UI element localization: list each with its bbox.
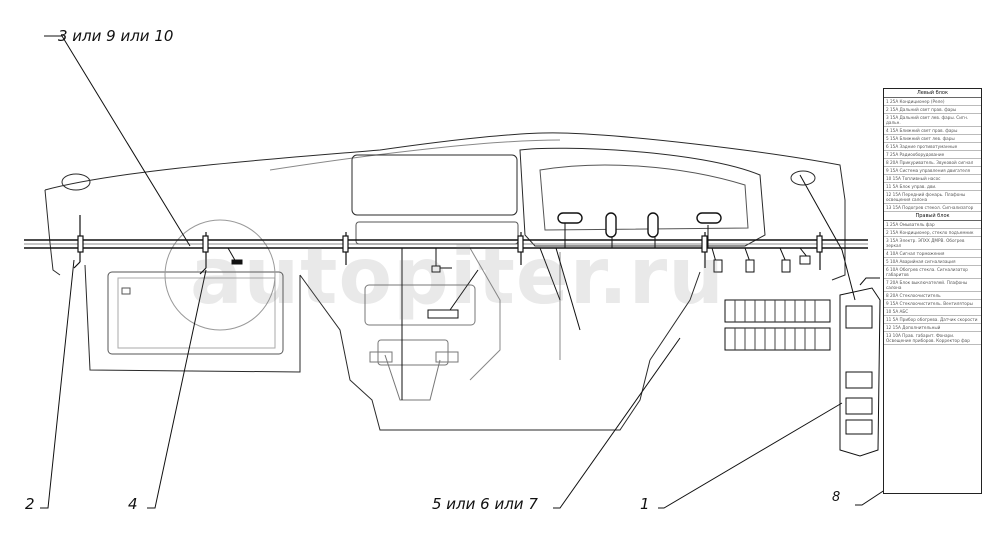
fuse-row: 2 15A Дальний свет прав. фары	[884, 106, 981, 114]
right-connectors	[711, 247, 811, 273]
fuse-legend-table: Левый блок 1 25A Кондиционер (Реле)2 15A…	[883, 88, 982, 494]
fuse-row: 2 15A Кондиционер, стекло подъемник	[884, 229, 981, 237]
fuse-row: 13 10A Прав. габарит. Фонари. Освещение …	[884, 332, 981, 345]
fuse-row: 13 15A Подогрев стекол. Сигнализатор	[884, 204, 981, 212]
fuse-row: 10 5A АБС	[884, 308, 981, 316]
harness-clamps	[73, 215, 823, 275]
fuse-row: 10 15A Топливный насос	[884, 175, 981, 183]
leader-lines	[40, 35, 904, 509]
instrument-cluster-hood	[519, 147, 766, 247]
fuse-row: 11 5A Блок управ. дви.	[884, 183, 981, 191]
callout-1: 1	[640, 495, 650, 513]
watermark-text: autopiter.ru	[190, 232, 725, 322]
left-block-rows: 1 25A Кондиционер (Реле)2 15A Дальний св…	[884, 98, 981, 212]
callout-5-6-7: 5 или 6 или 7	[432, 495, 538, 513]
center-display-frame	[351, 154, 518, 216]
callout-3-9-10: 3 или 9 или 10	[58, 27, 174, 45]
right-block-header: Правый блок	[884, 212, 981, 221]
fuse-row: 3 15A Электр. ЭПХХ ДМРВ. Обогрев зеркал	[884, 237, 981, 250]
callout-2: 2	[25, 495, 35, 513]
fuse-row: 6 10A Обогрев стекла. Сигнализатор габар…	[884, 266, 981, 279]
fuse-row: 8 20A Прикуриватель. Звуковой сигнал	[884, 159, 981, 167]
connector-drops	[227, 220, 709, 400]
fuse-block-1	[724, 299, 831, 351]
fuse-row: 12 15A Передний фонарь. Плафоны освещени…	[884, 191, 981, 204]
mounting-bracket	[839, 277, 881, 457]
fuse-row: 1 25A Омыватель фар	[884, 221, 981, 229]
left-block-header: Левый блок	[884, 89, 981, 98]
callout-4: 4	[128, 495, 138, 513]
fuse-row: 3 15A Дальний свет лев. фары. Сигн. даль…	[884, 114, 981, 127]
vent-left	[61, 173, 91, 191]
fuse-row: 7 20A Блок выключателей. Плафоны салона	[884, 279, 981, 292]
dashboard-outline	[44, 132, 846, 281]
fuse-row: 4 10A Сигнал торможения	[884, 250, 981, 258]
fuse-row: 4 15A Ближний свет прав. фары	[884, 127, 981, 135]
fuse-row: 9 15A Стеклоочиститель. Вентиляторы	[884, 300, 981, 308]
fuse-row: 1 25A Кондиционер (Реле)	[884, 98, 981, 106]
fuse-row: 9 15A Система управления двигателя	[884, 167, 981, 175]
fuse-row: 12 15A Дополнительный	[884, 324, 981, 332]
cluster-indicators	[557, 212, 722, 238]
fuse-row: 11 5A Прибор обогрева. Датчик скорости	[884, 316, 981, 324]
connector-block-center	[427, 309, 459, 319]
fuse-row: 8 20A Стеклоочиститель	[884, 292, 981, 300]
fuse-row: 7 25A Радиооборудование	[884, 151, 981, 159]
glovebox-outline	[107, 271, 284, 355]
fuse-row: 6 15A Задние противотуманные	[884, 143, 981, 151]
callout-8: 8	[832, 490, 841, 505]
vent-right	[790, 170, 816, 186]
fuse-row: 5 10A Аварийная сигнализация	[884, 258, 981, 266]
fuse-row: 5 15A Ближний свет лев. фары	[884, 135, 981, 143]
